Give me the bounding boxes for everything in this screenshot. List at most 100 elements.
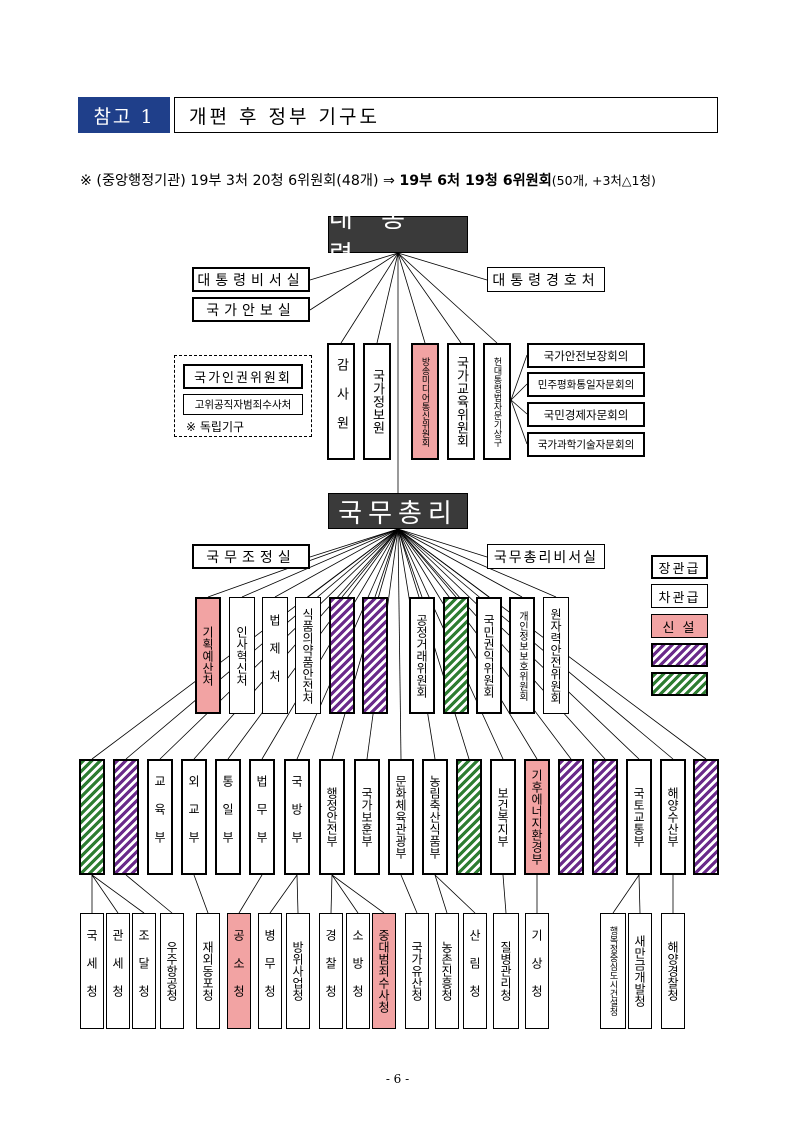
ministry: 해양수산부 bbox=[660, 759, 686, 875]
connector bbox=[274, 528, 399, 598]
ministry: 외교부 bbox=[181, 759, 207, 875]
pm-agency-label: 공정거래위원회 bbox=[414, 613, 429, 698]
president-box: 대 통 령 bbox=[328, 204, 468, 271]
pm-agency: 기획예산처 bbox=[195, 597, 221, 714]
service-label: 공소청 bbox=[231, 929, 246, 1013]
ministry: 보건복지부 bbox=[490, 759, 516, 875]
ministry-label: 국토교통부 bbox=[631, 787, 646, 847]
service: 산림청 bbox=[463, 913, 487, 1029]
ministry-label: 교육부 bbox=[152, 775, 167, 859]
connector bbox=[638, 874, 641, 914]
service: 국세청 bbox=[80, 913, 104, 1029]
service-label: 해양경찰청 bbox=[665, 941, 680, 1001]
summary-mark: ※ bbox=[80, 173, 92, 189]
service-label: 관세청 bbox=[110, 929, 125, 1013]
ministry-label: 농림축산식품부 bbox=[427, 775, 442, 859]
independent-note: ※ 독립기구 bbox=[186, 420, 245, 434]
ministry-label: 보건복지부 bbox=[495, 787, 510, 847]
president-agency-label: 국가정보원 bbox=[369, 369, 385, 434]
service-label: 방위사업청 bbox=[290, 941, 305, 1001]
service: 소방청 bbox=[346, 913, 370, 1029]
human-rights-commission: 국가인권위원회 bbox=[183, 364, 303, 389]
ministry-label: 해양수산부 bbox=[665, 787, 680, 847]
connector bbox=[397, 252, 426, 344]
connector bbox=[331, 874, 385, 914]
service: 해양경찰청 bbox=[661, 913, 685, 1029]
connector bbox=[397, 252, 488, 281]
national-security-office: 국가안보실 bbox=[192, 297, 310, 322]
president-agency-label: 국가교육위원회 bbox=[453, 356, 469, 447]
pm-agency-label: 국민권익위원회 bbox=[481, 613, 496, 698]
connector bbox=[397, 252, 498, 344]
connector bbox=[296, 874, 299, 914]
connector bbox=[397, 528, 402, 760]
legend-item bbox=[651, 643, 708, 667]
connector bbox=[397, 528, 488, 558]
service: 방위사업청 bbox=[286, 913, 310, 1029]
connector bbox=[510, 354, 528, 401]
pm-agency: 인사혁신처 bbox=[229, 597, 255, 714]
connector bbox=[434, 874, 476, 914]
ministry: 국가보훈부 bbox=[354, 759, 380, 875]
ministry bbox=[456, 759, 482, 875]
service-label: 재외동포청 bbox=[200, 941, 215, 1001]
summary-note: (50개, +3처△1청) bbox=[551, 173, 656, 188]
connector bbox=[340, 252, 399, 344]
connector bbox=[502, 874, 507, 914]
president-agency: 헌대통령법자문기상구 bbox=[483, 343, 511, 460]
service: 새만금개발청 bbox=[628, 913, 652, 1029]
connector bbox=[397, 528, 523, 598]
cio-office: 고위공직자범죄수사처 bbox=[183, 394, 303, 415]
connector bbox=[510, 383, 528, 401]
connector bbox=[510, 399, 528, 415]
ministry-label: 국방부 bbox=[289, 775, 304, 859]
connector bbox=[91, 874, 119, 914]
service: 국가유산청 bbox=[405, 913, 429, 1029]
pm-agency: 식품의약품안전처 bbox=[295, 597, 321, 714]
connector bbox=[309, 528, 399, 558]
connector bbox=[397, 528, 674, 760]
pm-agency bbox=[362, 597, 388, 714]
connector bbox=[397, 528, 557, 598]
presidential-security-service: 대통령경호처 bbox=[487, 267, 605, 292]
ministry bbox=[79, 759, 105, 875]
advisory-council: 민주평화통일자문회의 bbox=[527, 372, 645, 397]
pm-agency-label: 기획예산처 bbox=[200, 625, 215, 686]
pm-agency-label: 식품의약품안전처 bbox=[300, 607, 315, 704]
connector bbox=[309, 252, 399, 281]
ministry-label: 외교부 bbox=[186, 775, 201, 859]
service: 재외동포청 bbox=[196, 913, 220, 1029]
service-label: 중대범죄수사청 bbox=[376, 929, 391, 1013]
ministry-label: 법무부 bbox=[254, 775, 269, 859]
ministry: 농림축산식품부 bbox=[422, 759, 448, 875]
ministry: 법무부 bbox=[249, 759, 275, 875]
connector bbox=[309, 252, 399, 311]
ministry-label: 문화체육관광부 bbox=[393, 775, 408, 859]
ministry bbox=[113, 759, 139, 875]
advisory-council: 국가과학기술자문회의 bbox=[527, 432, 645, 457]
president-agency: 방송미디어통신위원회 bbox=[411, 343, 439, 460]
connector bbox=[510, 399, 528, 445]
service: 공소청 bbox=[227, 913, 251, 1029]
office-for-government-policy-coordination: 국무조정실 bbox=[192, 544, 310, 569]
connector bbox=[397, 252, 462, 344]
summary-after: 19부 6처 19청 6위원회 bbox=[399, 173, 552, 189]
pm-agency bbox=[443, 597, 469, 714]
service-label: 소방청 bbox=[350, 929, 365, 1013]
summary-line: ※ (중앙행정기관) 19부 3처 20청 6위원회(48개) ⇒ 19부 6처… bbox=[80, 170, 730, 190]
legend-item: 차관급 bbox=[651, 584, 708, 608]
ministry: 행정안전부 bbox=[319, 759, 345, 875]
president-agency: 국가교육위원회 bbox=[447, 343, 475, 460]
advisory-council: 국가안전보장회의 bbox=[527, 343, 645, 368]
service: 농촌진흥청 bbox=[435, 913, 459, 1029]
service: 중대범죄수사청 bbox=[372, 913, 396, 1029]
service-label: 조달청 bbox=[136, 929, 151, 1013]
ministry-label: 통일부 bbox=[220, 775, 235, 859]
service: 조달청 bbox=[132, 913, 156, 1029]
service-label: 국세청 bbox=[84, 929, 99, 1013]
connector bbox=[341, 528, 399, 598]
ministry: 문화체육관광부 bbox=[388, 759, 414, 875]
ministry bbox=[558, 759, 584, 875]
service-label: 행복정중심도시건설청 bbox=[607, 926, 618, 1016]
service-label: 경찰청 bbox=[323, 929, 338, 1013]
